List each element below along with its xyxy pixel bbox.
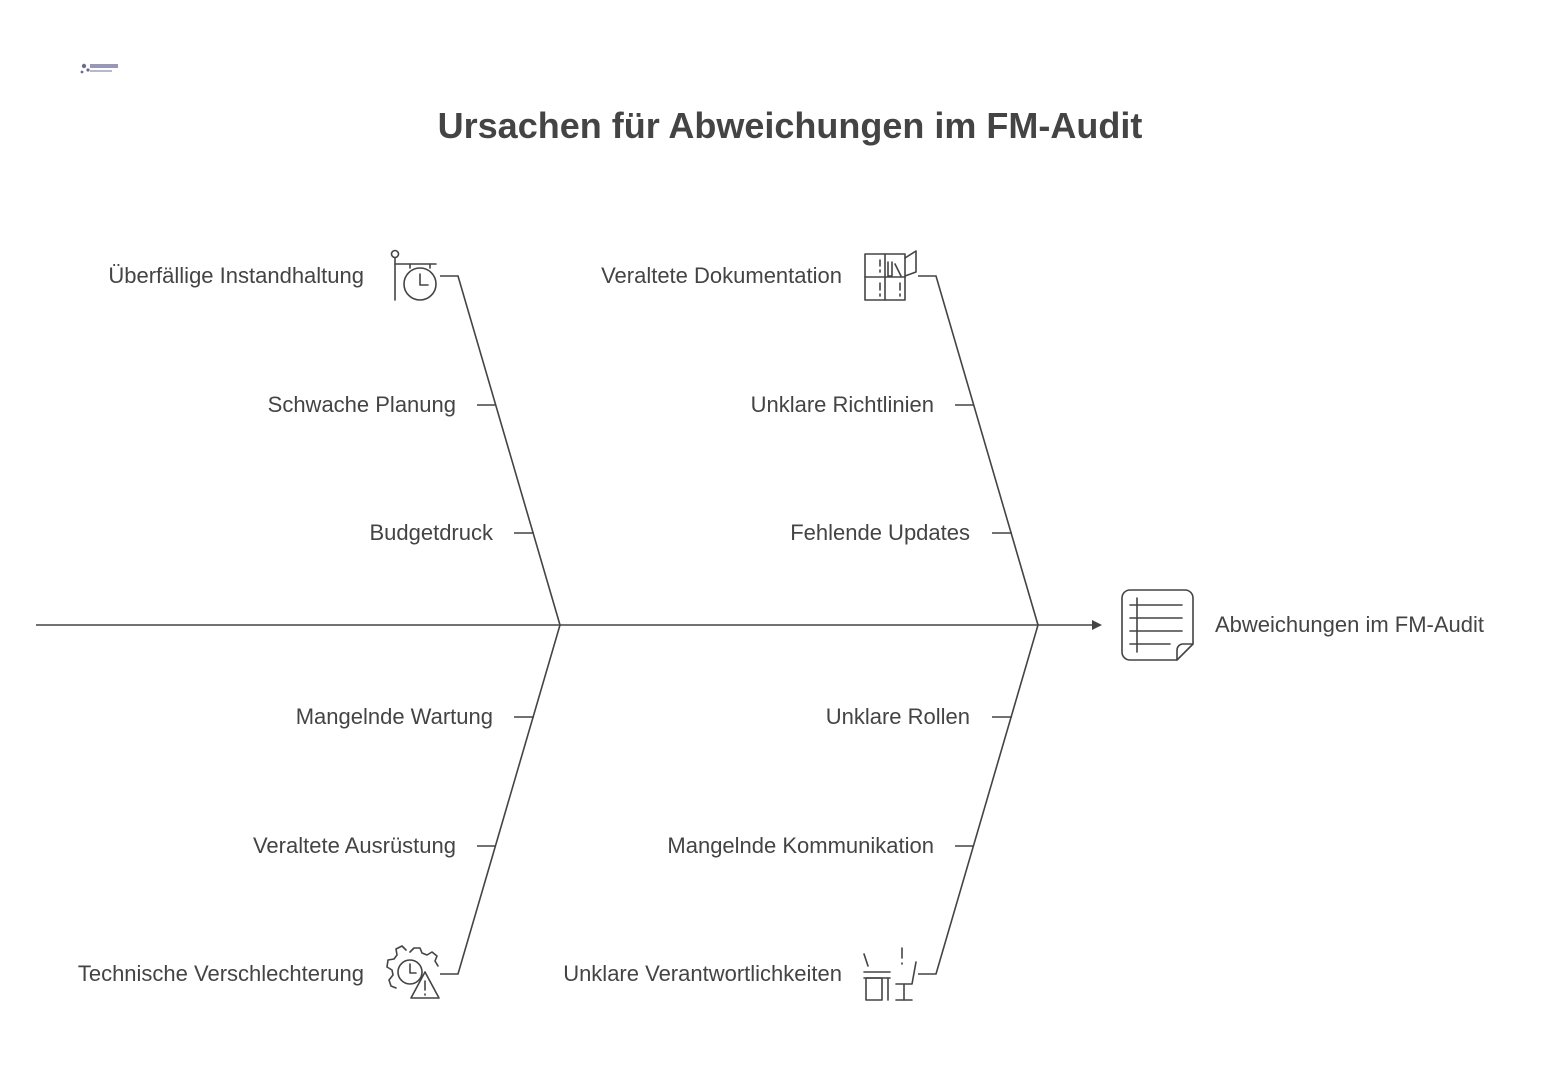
bone-top-left	[440, 275, 561, 626]
cause-budgetdruck: Budgetdruck	[369, 520, 494, 545]
cause-technische-verschlechterung: Technische Verschlechterung	[78, 961, 364, 986]
checklist-document-icon	[1121, 589, 1194, 661]
cause-veraltete-ausruestung: Veraltete Ausrüstung	[253, 833, 456, 858]
cause-schwache-planung: Schwache Planung	[268, 392, 456, 417]
cause-unklare-verantwortlichkeiten: Unklare Verantwortlichkeiten	[563, 961, 842, 986]
cause-fehlende-updates: Fehlende Updates	[790, 520, 970, 545]
cause-unklare-richtlinien: Unklare Richtlinien	[751, 392, 934, 417]
effect-label: Abweichungen im FM-Audit	[1215, 612, 1484, 637]
outdated-documents-shelf-icon	[864, 250, 917, 301]
spine-arrowhead	[1092, 620, 1102, 630]
gear-warning-icon	[386, 945, 440, 999]
bone-bottom-right	[918, 624, 1039, 975]
cause-veraltete-dokumentation: Veraltete Dokumentation	[601, 263, 842, 288]
bone-bottom-left	[440, 624, 561, 975]
cause-ueberfaellige-instandhaltung: Überfällige Instandhaltung	[108, 263, 364, 288]
company-logo	[80, 60, 122, 76]
diagram-title: Ursachen für Abweichungen im FM-Audit	[438, 105, 1143, 146]
cause-unklare-rollen: Unklare Rollen	[826, 704, 970, 729]
cause-mangelnde-wartung: Mangelnde Wartung	[296, 704, 493, 729]
cause-mangelnde-kommunikation: Mangelnde Kommunikation	[667, 833, 934, 858]
overdue-clock-sign-icon	[390, 249, 437, 301]
empty-desk-chair-alert-icon	[863, 947, 917, 1001]
bone-top-right	[918, 275, 1039, 626]
